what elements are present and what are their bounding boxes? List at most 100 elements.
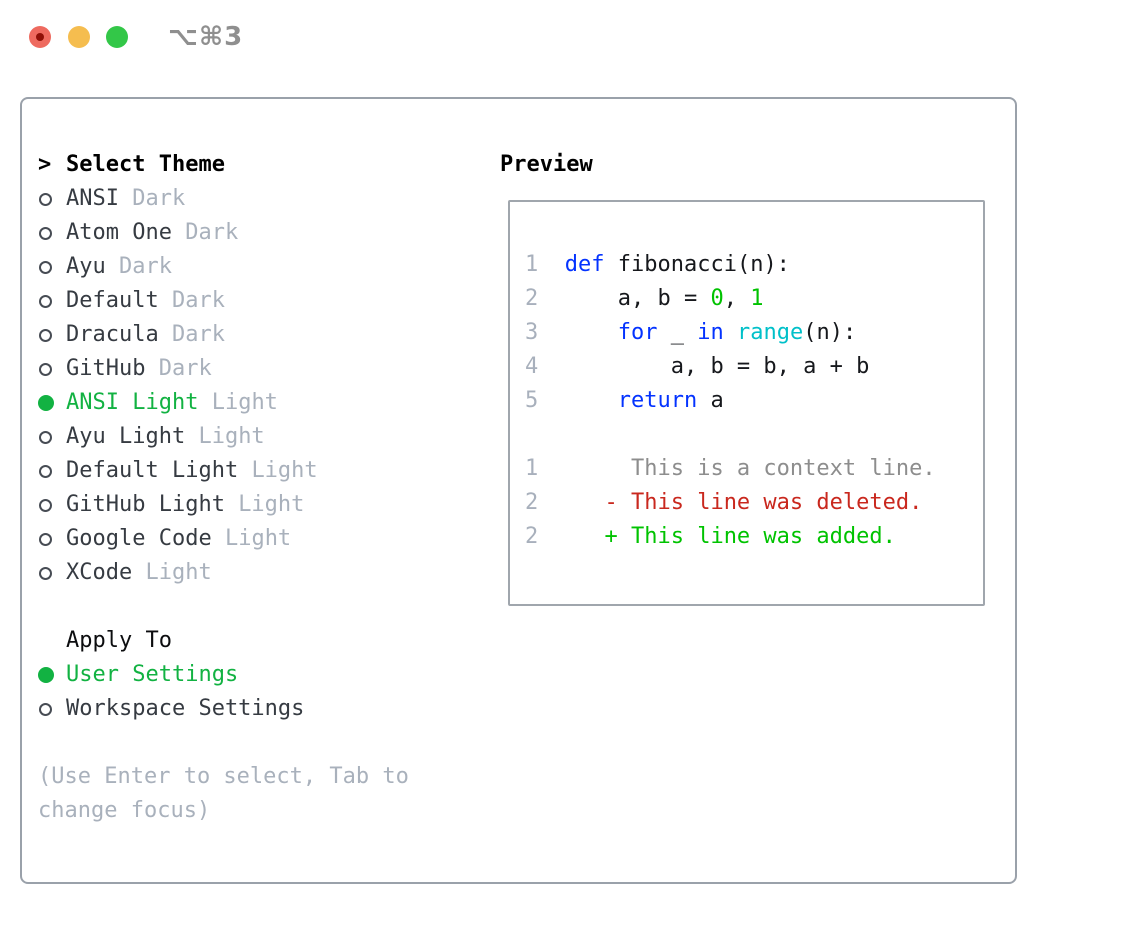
radio-icon	[39, 464, 52, 478]
theme-name: Google Code	[66, 526, 225, 551]
select-theme-header: > Select Theme	[38, 148, 438, 182]
theme-option[interactable]: GitHub Dark	[38, 352, 438, 386]
theme-variant: Light	[198, 424, 265, 449]
zoom-button[interactable]	[106, 26, 128, 48]
radio-icon	[39, 362, 52, 376]
diff-line: 2 - This line was deleted.	[525, 486, 983, 520]
theme-variant: Light	[145, 560, 212, 585]
theme-option[interactable]: Default Dark	[38, 284, 438, 318]
theme-name: ANSI Light	[66, 390, 212, 415]
code-token: return	[617, 388, 698, 413]
spacer	[38, 590, 438, 624]
code-token	[565, 388, 618, 413]
diff-text: This is a context line.	[604, 456, 936, 481]
theme-option[interactable]: XCode Light	[38, 556, 438, 590]
radio-icon	[39, 430, 52, 444]
apply-to-label: Workspace Settings	[66, 696, 305, 721]
theme-name: Default	[66, 288, 172, 313]
diff-line: 2 + This line was added.	[525, 520, 983, 554]
close-button[interactable]	[29, 26, 51, 48]
line-number: 5	[525, 388, 565, 413]
theme-option[interactable]: ANSI Dark	[38, 182, 438, 216]
theme-name: ANSI	[66, 186, 133, 211]
theme-variant: Light	[251, 458, 318, 483]
apply-to-option[interactable]: Workspace Settings	[38, 692, 438, 726]
line-number: 1	[525, 456, 605, 481]
radio-selected-icon	[38, 667, 54, 683]
apply-to-label: User Settings	[66, 662, 239, 687]
theme-variant: Dark	[118, 254, 172, 279]
apply-to-header: Apply To	[66, 628, 172, 653]
theme-option[interactable]: ANSI Light Light	[38, 386, 438, 420]
diff-text: + This line was added.	[604, 524, 896, 549]
line-number: 3	[525, 320, 565, 345]
line-number: 1	[525, 252, 565, 277]
radio-selected-icon	[38, 395, 54, 411]
theme-option[interactable]: Ayu Dark	[38, 250, 438, 284]
apply-to-header-row: Apply To	[38, 624, 438, 658]
radio-icon	[39, 260, 52, 274]
keyboard-shortcut-label: ⌥⌘3	[168, 22, 244, 52]
code-token: _	[657, 320, 698, 345]
theme-option[interactable]: Atom One Dark	[38, 216, 438, 250]
theme-option[interactable]: Google Code Light	[38, 522, 438, 556]
keyboard-hint: (Use Enter to select, Tab to change focu…	[38, 764, 409, 823]
code-token: a	[697, 388, 724, 413]
radio-icon	[39, 328, 52, 342]
code-line: 1 def fibonacci(n):	[525, 248, 983, 282]
theme-option[interactable]: Default Light Light	[38, 454, 438, 488]
code-token: fibonacci(n):	[604, 252, 790, 277]
code-token	[724, 320, 737, 345]
theme-name: GitHub Light	[66, 492, 239, 517]
code-token: in	[697, 320, 724, 345]
code-token: range	[736, 320, 804, 345]
theme-variant: Dark	[171, 288, 225, 313]
code-token: 1	[750, 286, 764, 311]
theme-option[interactable]: GitHub Light Light	[38, 488, 438, 522]
preview-title: Preview	[500, 152, 593, 177]
line-number: 4	[525, 354, 565, 379]
theme-name: Atom One	[66, 220, 186, 245]
radio-icon	[39, 294, 52, 308]
panel-title: Select Theme	[66, 152, 225, 177]
theme-name: GitHub	[66, 356, 159, 381]
code-line: 3 for _ in range(n):	[525, 316, 983, 350]
code-token: def	[564, 252, 605, 277]
minimize-button[interactable]	[68, 26, 90, 48]
code-token: 0	[710, 286, 724, 311]
radio-icon	[39, 532, 52, 546]
code-line: 4 a, b = b, a + b	[525, 350, 983, 384]
theme-name: Ayu Light	[66, 424, 199, 449]
theme-variant: Light	[238, 492, 305, 517]
code-line: 5 return a	[525, 384, 983, 418]
code-token: for	[617, 320, 658, 345]
theme-name: XCode	[66, 560, 146, 585]
theme-name: Ayu	[66, 254, 119, 279]
radio-icon	[39, 566, 52, 580]
theme-variant: Light	[224, 526, 292, 551]
theme-name: Default Light	[66, 458, 252, 483]
spacer	[38, 726, 438, 760]
code-token: a, b = b, a + b	[564, 354, 870, 379]
theme-name: Dracula	[66, 322, 172, 347]
titlebar: ⌥⌘3	[0, 0, 1140, 75]
theme-variant: Light	[211, 390, 278, 415]
line-number: 2	[525, 490, 605, 515]
diff-preview: 1 This is a context line. 2 - This line w…	[525, 452, 983, 554]
diff-text: - This line was deleted.	[604, 490, 923, 515]
radio-icon	[39, 498, 52, 512]
theme-variant: Dark	[185, 220, 239, 245]
theme-option[interactable]: Dracula Dark	[38, 318, 438, 352]
code-token	[565, 320, 618, 345]
radio-icon	[39, 702, 52, 716]
theme-variant: Dark	[158, 356, 212, 381]
line-number: 2	[525, 286, 565, 311]
theme-option[interactable]: Ayu Light Light	[38, 420, 438, 454]
apply-to-option[interactable]: User Settings	[38, 658, 438, 692]
